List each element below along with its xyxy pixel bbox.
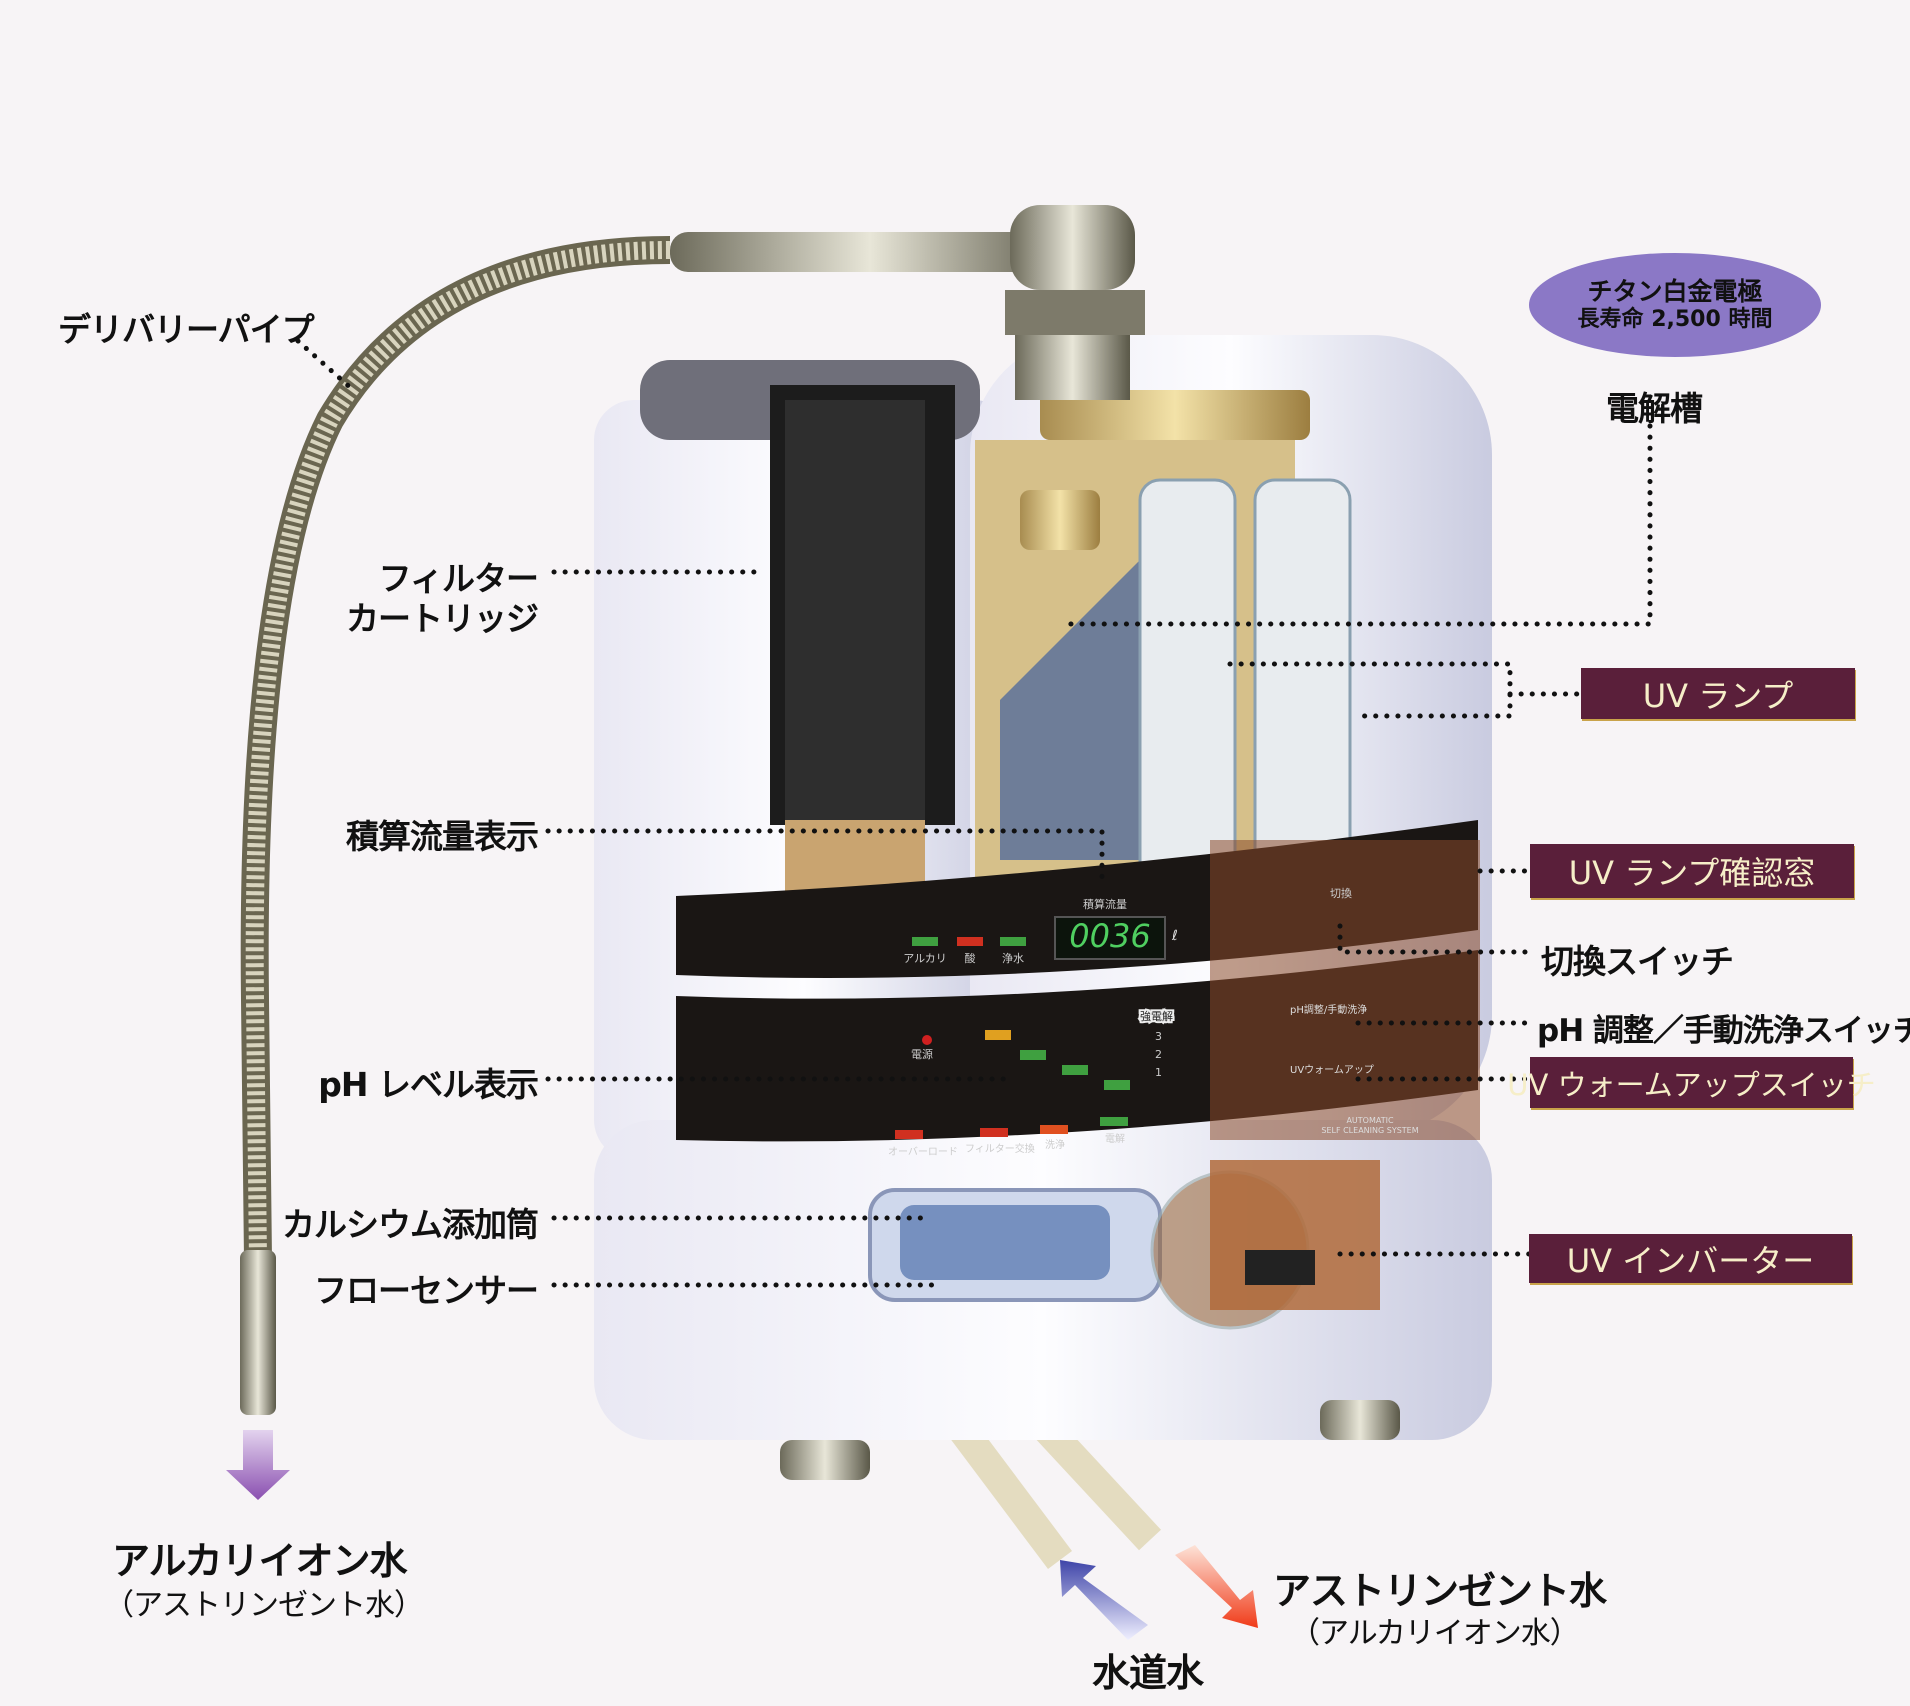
- level-2: 2: [1155, 1048, 1162, 1061]
- astringent-out-arrow: [1175, 1545, 1258, 1628]
- output-alkaline: アルカリイオン水: [112, 1539, 407, 1583]
- label-filter-2: カートリッジ: [346, 599, 539, 638]
- wash-label: 洗浄: [1045, 1138, 1065, 1151]
- delivery-pipe: [240, 205, 1145, 1415]
- electrode-title: チタン白金電極: [1587, 276, 1763, 306]
- label-calcium-tube: カルシウム添加筒: [282, 1205, 539, 1244]
- mode-alkali: アルカリ: [903, 952, 947, 965]
- level-3: 3: [1155, 1030, 1162, 1043]
- label-uv-lamp: UV ランプ: [1581, 668, 1855, 719]
- label-switch: 切換スイッチ: [1541, 942, 1734, 981]
- flow-unit: ℓ: [1171, 928, 1178, 944]
- mode-pure: 浄水: [1002, 951, 1024, 965]
- label-electrolysis-tank: 電解槽: [1606, 389, 1703, 428]
- label-flow-display: 積算流量表示: [346, 817, 539, 856]
- leader-lines: [295, 338, 1653, 1288]
- auto-label-2: SELF CLEANING SYSTEM: [1321, 1126, 1418, 1135]
- overload-label: オーバーロード: [888, 1146, 958, 1158]
- filter-change-label: フィルター交換: [965, 1142, 1035, 1155]
- label-filter-1: フィルター: [378, 559, 539, 598]
- power-label: 電源: [911, 1047, 933, 1061]
- label-delivery-pipe: デリバリーパイプ: [58, 310, 315, 349]
- label-uv-warmup: UV ウォームアップスイッチ: [1507, 1057, 1876, 1108]
- output-alkaline-alt: （アストリンゼント水）: [104, 1588, 424, 1623]
- mode-acid: 酸: [965, 951, 976, 965]
- output-astringent-alt: （アルカリイオン水）: [1290, 1616, 1580, 1651]
- electrode-lifetime: 長寿命 2,500 時間: [1577, 306, 1773, 332]
- electrode-badge: チタン白金電極 長寿命 2,500 時間: [1529, 253, 1821, 357]
- flow-title: 積算流量: [1083, 897, 1127, 911]
- flow-counter: 0036: [1069, 917, 1150, 955]
- tap-water-in-arrow: [1060, 1560, 1148, 1640]
- label-uv-inverter: UV インバーター: [1529, 1234, 1852, 1283]
- level-1: 1: [1155, 1066, 1162, 1079]
- label-ph-level-display: pH レベル表示: [318, 1065, 539, 1104]
- output-astringent: アストリンゼント水: [1273, 1569, 1607, 1613]
- input-tap-water: 水道水: [1092, 1651, 1204, 1695]
- auto-label-1: AUTOMATIC: [1346, 1116, 1394, 1125]
- ph-manual-label: pH調整/手動洗浄: [1290, 1003, 1367, 1016]
- alkaline-out-arrow: [226, 1430, 290, 1500]
- uv-warmup-panel-label: UVウォームアップ: [1290, 1064, 1374, 1076]
- label-flow-sensor: フローセンサー: [314, 1271, 539, 1310]
- label-uv-lamp-window: UV ランプ確認窓: [1530, 844, 1854, 898]
- label-ph-switch: pH 調整／手動洗浄スイッチ: [1537, 1013, 1910, 1049]
- switch-panel-label: 切換: [1330, 887, 1352, 900]
- electrolysis-label: 電解: [1105, 1132, 1125, 1145]
- strong-label: 強電解: [1140, 1009, 1173, 1023]
- control-panel: 0036 ℓ 積算流量 アルカリ 酸 浄水 切換 強電解 3 2 1 電源 オー…: [676, 820, 1480, 1158]
